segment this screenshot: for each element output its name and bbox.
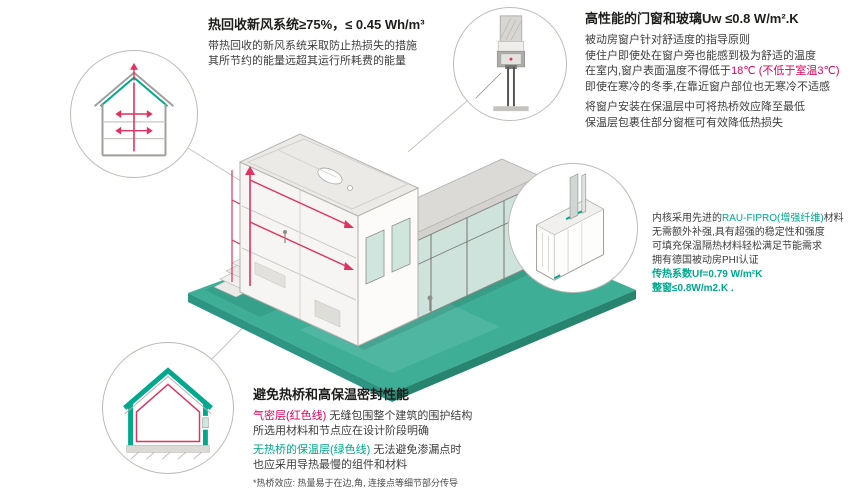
windows-line2: 使住户即使处在窗户旁也能感到极为舒适的温度 xyxy=(585,49,816,62)
sealing-line1-red: 气密层(红色线) xyxy=(253,410,327,422)
profile-line1-green: RAU-FIPRO(增强纤维) xyxy=(722,213,824,224)
sealing-footnote: *热桥效应: 热量易于在边,角, 连接点等细节部分传导 xyxy=(253,478,459,488)
sealing-line1-rest: 无缝包围整个建筑的围护结构 xyxy=(326,410,473,422)
profile-text-block: 内核采用先进的RAU-FIPRO(增强纤维)材料 无需额外补强,具有超强的稳定性… xyxy=(652,212,864,296)
cutaway-block xyxy=(238,133,420,347)
profile-line3: 可填充保温隔热材料轻松满足节能需求 xyxy=(652,241,822,252)
windows-line4: 即使在寒冷的冬季,在靠近窗户部位也无寒冷不适感 xyxy=(585,80,831,93)
windows-line3: 在室内,窗户表面温度不得低于18℃ (不低于室温3℃) xyxy=(585,64,861,80)
windows-title: 高性能的门窗和玻璃Uw ≤0.8 W/m².K xyxy=(585,11,799,26)
windows-line5: 将窗户安装在保温层中可将热桥效应降至最低 xyxy=(585,101,805,113)
house-section-ventilation-icon xyxy=(93,62,175,157)
sealing-line3-rest: 无法避免渗漏点时 xyxy=(370,444,462,456)
window-profile-icon xyxy=(535,173,605,281)
windows-line3-black: 在室内,窗户表面温度不得低于 xyxy=(585,65,732,77)
windows-line3-red: 18℃ (不低于室温3℃) xyxy=(731,65,840,77)
window-install-detail-circle xyxy=(453,7,567,121)
insulation-detail-circle xyxy=(102,342,234,474)
window-profile-detail-circle xyxy=(508,163,638,293)
sealing-line3: 无热桥的保温层(绿色线) 无法避免渗漏点时 xyxy=(253,443,573,458)
house-section-insulation-icon xyxy=(123,367,213,460)
ventilation-line1: 带热回收的新风系统采取防止热损失的措施 xyxy=(208,40,417,52)
ventilation-detail-circle xyxy=(70,50,198,178)
windows-line6: 保温层包裹住部分窗框可有效降低热损失 xyxy=(585,116,783,129)
sealing-line1: 气密层(红色线) 无缝包围整个建筑的围护结构 xyxy=(253,409,573,424)
profile-line1-end: 材料 xyxy=(823,213,844,224)
profile-line4: 拥有德国被动房PHI认证 xyxy=(652,255,759,266)
ventilation-ducts xyxy=(231,166,354,286)
windows-text-block: 高性能的门窗和玻璃Uw ≤0.8 W/m².K 被动房窗户针对舒适度的指导原则 … xyxy=(585,10,861,131)
sealing-line3-green: 无热桥的保温层(绿色线) xyxy=(253,444,371,456)
sealing-text-block: 避免热桥和高保温密封性能 气密层(红色线) 无缝包围整个建筑的围护结构 所选用材… xyxy=(253,386,573,491)
ventilation-title: 热回收新风系统≥75%，≤ 0.45 Wh/m³ xyxy=(208,17,425,32)
window-install-section-icon xyxy=(475,15,529,112)
ventilation-text-block: 热回收新风系统≥75%，≤ 0.45 Wh/m³ 带热回收的新风系统采取防止热损… xyxy=(208,16,553,69)
profile-line1-black: 内核采用先进的 xyxy=(652,213,722,224)
profile-line5: 传热系数Uf=0.79 W/m²K xyxy=(652,269,763,280)
profile-line6: 整窗≤0.8W/m2.K . xyxy=(652,283,734,294)
people-figures xyxy=(283,230,433,311)
sealing-line2: 所选用材料和节点应在设计阶段明确 xyxy=(253,424,429,437)
sealing-title: 避免热桥和高保温密封性能 xyxy=(253,387,410,402)
profile-line2: 无需额外补强,具有超强的稳定性和强度 xyxy=(652,227,825,238)
windows-line1: 被动房窗户针对舒适度的指导原则 xyxy=(585,34,750,46)
ventilation-line2: 其所节约的能量远超其运行所耗费的能量 xyxy=(208,55,406,67)
profile-line1: 内核采用先进的RAU-FIPRO(增强纤维)材料 xyxy=(652,212,864,226)
sealing-line4: 也应采用导热最慢的组件和材料 xyxy=(253,458,407,471)
